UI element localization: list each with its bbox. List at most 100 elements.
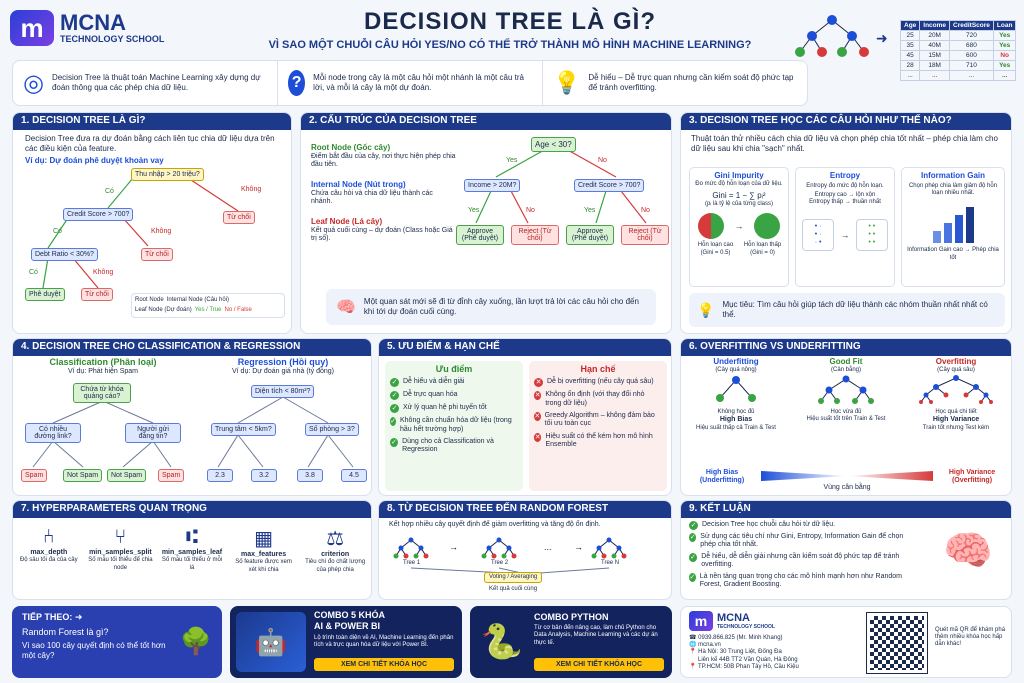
hyperparam-icon: ▦ (254, 528, 274, 550)
brand-logo[interactable]: m MCNA TECHNOLOGY SCHOOL (10, 10, 164, 46)
table-cell: Yes (992, 30, 1017, 41)
ai-robot-icon: 🤖 (236, 612, 306, 672)
underfit-effect: Hiệu suất thấp cả Train & Test (696, 424, 776, 431)
hyperparam-desc: Độ sâu tối đa của cây (19, 557, 78, 564)
bar-chart-icon (905, 203, 1001, 244)
check-icon: ✓ (390, 438, 399, 448)
overfit-variance: High Variance (932, 416, 980, 424)
regression-tree: Diện tích < 80m²? Trung tâm < 5km? Số ph… (193, 383, 371, 493)
classification-title: Classification (Phân loại) (49, 357, 157, 367)
gini-title: Gini Impurity (714, 171, 764, 180)
intro-strip: ◎ Decision Tree là thuật toán Machine Le… (12, 60, 808, 106)
s2-leaf-reject-2: Reject (Từ chối) (621, 225, 669, 245)
s5.pros-item: ✓Xử lý quan hệ phi tuyến tốt (390, 404, 518, 414)
info-gain-box: Information Gain Chọn phép chia làm giảm… (901, 167, 1005, 287)
s2-tree: Age < 30? Income > 20M? Credit Score > 7… (456, 135, 671, 285)
next-arrow-icon: ➜ (74, 612, 83, 622)
balanced-tree-icon (818, 375, 874, 405)
arrow-icon: → (574, 542, 583, 552)
s5.cons-item: ✕Hiệu suất có thể kém hơn mô hình Ensemb… (534, 432, 662, 450)
hyperparam-name: min_samples_leaf (161, 549, 223, 556)
table-cell: 600 (949, 50, 994, 61)
entropy-desc: Entropy đo mức độ hỗn loạn. (806, 183, 884, 189)
combop-detail-button[interactable]: XEM CHI TIẾT KHÓA HỌC (534, 658, 664, 671)
s5.pros-item: ✓Dùng cho cả Classification và Regressio… (390, 438, 518, 455)
conclusion-text: Là nền tảng quan trọng cho các mô hình m… (699, 572, 903, 588)
table-row: ............ (899, 70, 1017, 81)
section-7-card: 7. HYPERPARAMETERS QUAN TRỌNG ⑃max_depth… (12, 500, 372, 600)
cross-icon: ✕ (534, 391, 542, 401)
section-3-header: 3. DECISION TREE HỌC CÁC CÂU HỎI NHƯ THẾ… (681, 113, 1011, 130)
s2-leaf-reject-1: Reject (Từ chối) (511, 225, 559, 245)
table-cell: 18M (919, 60, 951, 71)
s5.pros-item: ✓Dễ hiểu và diễn giải (390, 378, 518, 388)
shallow-tree-icon (716, 376, 756, 403)
cons-box: Hạn chế ✕Dễ bị overfitting (nếu cây quá … (529, 361, 667, 491)
qr-code[interactable] (866, 612, 928, 674)
qr-caption: Quét mã QR để khám phá thêm nhiều khóa h… (935, 627, 1006, 648)
s2-yes-3: Yes (584, 207, 596, 214)
web-line[interactable]: 🌐 mcna.vn (689, 642, 721, 649)
s5.pros-text: Dễ hiểu và diễn giải (403, 378, 465, 386)
gini-box: Gini Impurity Đo mức độ hỗn loạn của dữ … (689, 167, 789, 287)
s1-tree: Thu nhập > 20 triệu? Credit Score > 700?… (13, 166, 291, 316)
regression-example: Ví dụ: Dự đoán giá nhà (tỷ đồng) (232, 368, 334, 376)
deep-tree-icon (919, 375, 993, 405)
table-header: Age (899, 20, 921, 31)
next-topic-card[interactable]: TIẾP THEO: ➜ Random Forest là gì? Vì sao… (12, 606, 222, 678)
next-label: TIẾP THEO: ➜ (22, 612, 83, 622)
table-header: Income (919, 20, 951, 31)
hanoi-line: 📍 Hà Nội: 30 Trung Liệt, Đống Đa (689, 649, 782, 656)
section-5-header: 5. ƯU ĐIỂM & HẠN CHẾ (379, 339, 671, 356)
table-cell: 40M (919, 40, 951, 51)
s1-node-income: Thu nhập > 20 triệu? (131, 168, 204, 181)
table-cell: 45 (899, 50, 921, 61)
combo5-detail-button[interactable]: XEM CHI TIẾT KHÓA HỌC (314, 658, 454, 671)
table-cell: ... (949, 70, 994, 81)
c-leaf-1: Spam (21, 469, 48, 482)
regression-title: Regression (Hồi quy) (237, 357, 329, 367)
python-logo-icon: 🐍 (480, 623, 524, 661)
s5.pros-text: Dùng cho cả Classification và Regression (402, 438, 494, 454)
table-cell: 25 (899, 30, 921, 41)
hanoi-line-2: Liên kế 44B TT2 Văn Quán, Hà Đông (698, 656, 798, 663)
goodfit-title: Good Fit (829, 357, 863, 366)
header-tree-icon (795, 15, 869, 57)
c-leaf-2: Not Spam (63, 469, 103, 482)
table-cell: 20M (919, 30, 951, 41)
scatter-pure-icon: • •• •• • (855, 218, 888, 251)
s1-no-3: Không (93, 269, 114, 276)
brand-name: MCNA (60, 10, 126, 35)
root-node-desc: Điểm bắt đầu của cây, nơi thực hiện phép… (311, 153, 456, 169)
hyperparam-name: max_depth (30, 549, 68, 556)
pros-title: Ưu điểm (435, 364, 473, 374)
combop-desc: Từ cơ bản đến nâng cao, làm chủ Python c… (534, 625, 658, 646)
gini-formula: Gini = 1 − ∑ pᵢ² (712, 191, 766, 201)
s1-yes-3: Có (29, 269, 38, 276)
table-cell: ... (899, 70, 921, 81)
table-cell: 680 (949, 40, 994, 51)
ig-result: Information Gain cao → Phép chia tốt (907, 247, 999, 261)
s3-desc: Thuật toán thử nhiều cách chia dữ liệu v… (691, 134, 998, 153)
internal-node-title: Internal Node (Nút trong) (311, 179, 406, 189)
table-cell: 720 (949, 30, 994, 41)
entropy-title: Entropy (829, 171, 861, 180)
table-cell: 710 (949, 60, 994, 71)
s1-node-debt: Debt Ratio < 30%? (31, 248, 98, 261)
trees-ellipsis: ... (544, 542, 552, 552)
pin-icon: 📍 (689, 649, 699, 656)
arrow-icon: → (449, 542, 458, 552)
conclusion-item: ✓Dễ hiểu, dễ diễn giải nhưng cần kiểm so… (689, 552, 913, 570)
section-2-card: 2. CẤU TRÚC CỦA DECISION TREE Root Node … (300, 112, 672, 334)
s5.pros-text: Dễ trực quan hóa (403, 391, 458, 399)
s2-no-3: No (641, 207, 650, 214)
underfit-title: Underfitting (713, 357, 759, 366)
conclusion-text: Sử dụng các tiêu chí như Gini, Entropy, … (700, 533, 904, 549)
phone-line[interactable]: ☎ 0939.866.825 (Mr. Minh Khang) (689, 635, 783, 641)
